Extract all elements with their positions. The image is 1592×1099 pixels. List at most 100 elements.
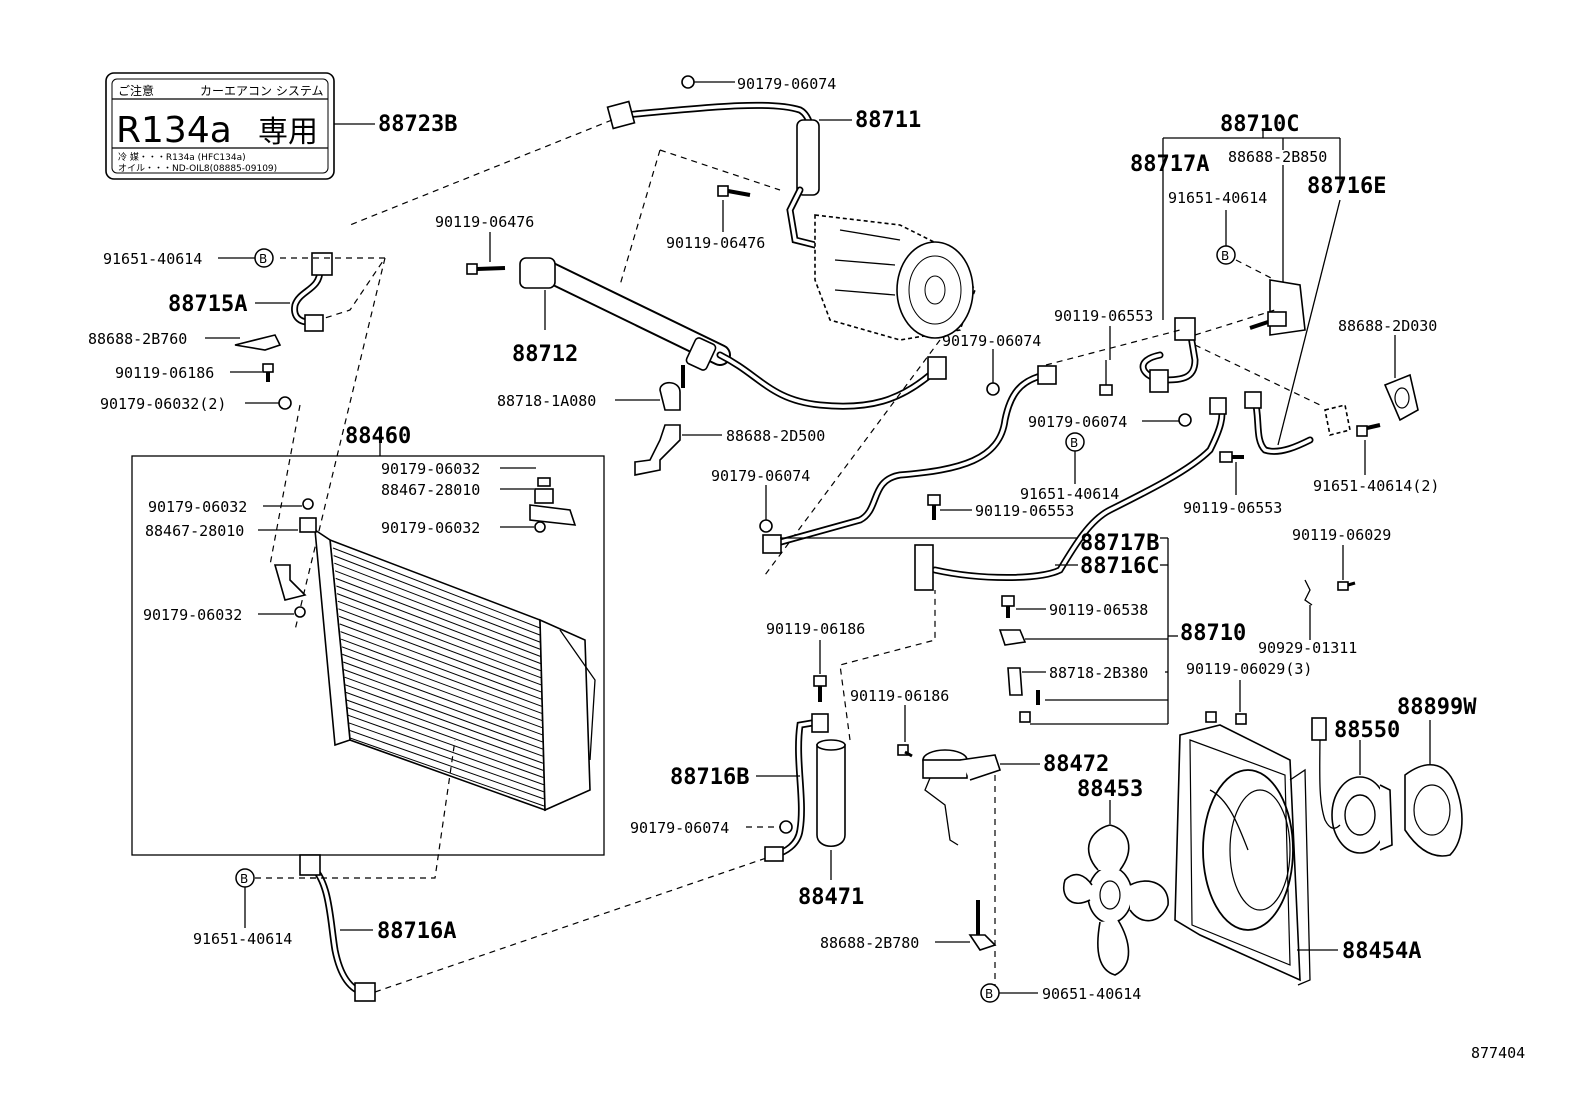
condenser-fin bbox=[347, 707, 544, 778]
callout-88717A: 88717A bbox=[1130, 152, 1209, 177]
plate-caution-text: ご注意 bbox=[118, 83, 154, 98]
hose-88716A bbox=[299, 854, 376, 1002]
circle-b-label: B bbox=[985, 987, 993, 1001]
bolt-icon bbox=[466, 263, 506, 275]
callout-88712: 88712 bbox=[512, 342, 578, 367]
callout-90119-06553-mid: 90119-06553 bbox=[975, 502, 1074, 520]
callout-88688-2B850: 88688-2B850 bbox=[1228, 148, 1327, 166]
condenser-fin bbox=[343, 661, 543, 736]
mount-cushion bbox=[529, 477, 577, 526]
hose-88715A bbox=[291, 252, 333, 332]
plate-oil-spec: オイル・・・ND-OIL8(08885-09109) bbox=[118, 163, 277, 174]
callout-88723B: 88723B bbox=[378, 112, 457, 137]
callout-90179-06032-left: 90179-06032 bbox=[148, 498, 247, 516]
callout-91651-40614-bottom: 91651-40614 bbox=[193, 930, 292, 948]
clip-icon bbox=[998, 629, 1027, 646]
callout-90119-06538: 90119-06538 bbox=[1049, 601, 1148, 619]
callout-88688-2B780: 88688-2B780 bbox=[820, 934, 919, 952]
condenser-fin bbox=[334, 562, 541, 643]
bolt-icon bbox=[717, 185, 751, 197]
condenser-fin bbox=[335, 577, 541, 657]
callout-90179-06074-mid: 90179-06074 bbox=[711, 467, 810, 485]
bolt-icon bbox=[927, 494, 941, 520]
ac-compressor bbox=[814, 214, 976, 341]
condenser-fin bbox=[345, 691, 544, 764]
bolt-icon bbox=[1205, 711, 1247, 725]
bolt-icon bbox=[262, 363, 274, 382]
callout-88716E: 88716E bbox=[1307, 174, 1386, 199]
callout-90119-06476-left: 90119-06476 bbox=[435, 213, 534, 231]
caution-label-plate: ご注意 カーエアコン システム R134a 専用 冷 媒・・・R134a (HF… bbox=[105, 72, 335, 180]
bracket-88688-2D500 bbox=[634, 424, 681, 476]
pipe-88716C bbox=[914, 397, 1227, 591]
bolt-icon bbox=[1099, 360, 1113, 396]
bolt-icon bbox=[1337, 581, 1356, 591]
callout-88716C: 88716C bbox=[1080, 554, 1159, 579]
callout-90179-06074-top: 90179-06074 bbox=[737, 75, 836, 93]
condenser-fin bbox=[341, 646, 543, 722]
callout-90179-06032-bottom: 90179-06032 bbox=[143, 606, 242, 624]
condenser-fin bbox=[334, 570, 541, 650]
callout-90179-06032-box-top: 90179-06032 bbox=[381, 460, 480, 478]
nut-icon bbox=[986, 382, 1000, 396]
condenser-fin bbox=[343, 669, 543, 743]
callout-90179-06032-box-mid: 90179-06032 bbox=[381, 519, 480, 537]
condenser-fin bbox=[333, 555, 541, 636]
harness-clip bbox=[1304, 579, 1313, 606]
pipe-88716E bbox=[1244, 391, 1314, 455]
condenser-fin bbox=[340, 631, 542, 707]
callout-88710: 88710 bbox=[1180, 621, 1246, 646]
callout-88460: 88460 bbox=[345, 424, 411, 449]
callout-88467-28010-right: 88467-28010 bbox=[381, 481, 480, 499]
condenser-fin bbox=[339, 623, 542, 700]
pressure-switch-88472 bbox=[922, 749, 1002, 846]
bolt-icon bbox=[813, 675, 827, 702]
fitting bbox=[1324, 404, 1351, 436]
nut-icon bbox=[294, 606, 306, 618]
bolt-icon bbox=[1219, 451, 1244, 463]
plate-refrigerant-spec: 冷 媒・・・R134a (HFC134a) bbox=[118, 151, 246, 163]
motor-cover-88899W bbox=[1404, 763, 1463, 857]
figure-number: 877404 bbox=[1471, 1044, 1525, 1062]
callout-88715A: 88715A bbox=[168, 292, 247, 317]
callout-88688-2B760: 88688-2B760 bbox=[88, 330, 187, 348]
plate-system-text: カーエアコン システム bbox=[200, 84, 323, 98]
condenser-fin bbox=[338, 615, 542, 693]
callout-90119-06186-left: 90119-06186 bbox=[115, 364, 214, 382]
callout-90179-06074-right: 90179-06074 bbox=[1028, 413, 1127, 431]
callout-91651-40614-2: 91651-40614(2) bbox=[1313, 477, 1439, 495]
bolt-icon bbox=[1019, 690, 1168, 725]
callout-90119-06029-3: 90119-06029(3) bbox=[1186, 660, 1312, 678]
callout-90179-06032-2: 90179-06032(2) bbox=[100, 395, 226, 413]
pipe-88717A bbox=[1139, 317, 1199, 393]
condenser-fin bbox=[332, 547, 541, 629]
receiver-dryer-88471 bbox=[816, 739, 846, 848]
plate-refrigerant-text: R134a bbox=[116, 110, 232, 151]
nut-icon bbox=[1178, 413, 1192, 427]
gasket-88688-2D030 bbox=[1383, 373, 1419, 422]
condenser-fin bbox=[349, 729, 545, 800]
mount-cushion bbox=[299, 517, 317, 533]
circle-b-label: B bbox=[240, 872, 248, 886]
callout-90119-06029: 90119-06029 bbox=[1292, 526, 1391, 544]
condenser-fin bbox=[346, 699, 544, 771]
circle-b-icon bbox=[1216, 245, 1236, 265]
callout-90119-06553-right: 90119-06553 bbox=[1183, 499, 1282, 517]
callout-88711: 88711 bbox=[855, 108, 921, 133]
circle-b-label: B bbox=[259, 252, 267, 266]
callout-88718-1A080: 88718-1A080 bbox=[497, 392, 596, 410]
callout-90179-06074-receiver: 90179-06074 bbox=[630, 819, 729, 837]
condenser-fin bbox=[345, 684, 544, 757]
pipe-88717B bbox=[762, 365, 1057, 554]
callout-91651-40614-right-mid: 91651-40614 bbox=[1020, 485, 1119, 503]
callout-88710C: 88710C bbox=[1220, 112, 1299, 137]
callout-90929-01311: 90929-01311 bbox=[1258, 639, 1357, 657]
plate-exclusive-text: 専用 bbox=[258, 115, 318, 150]
bracket-88688-2B760 bbox=[234, 334, 282, 351]
nut-icon bbox=[779, 820, 793, 834]
circle-b-label: B bbox=[1070, 436, 1078, 450]
bracket-88688-2B850 bbox=[1249, 279, 1306, 336]
condenser-fin bbox=[349, 737, 545, 807]
callout-88550: 88550 bbox=[1334, 718, 1400, 743]
